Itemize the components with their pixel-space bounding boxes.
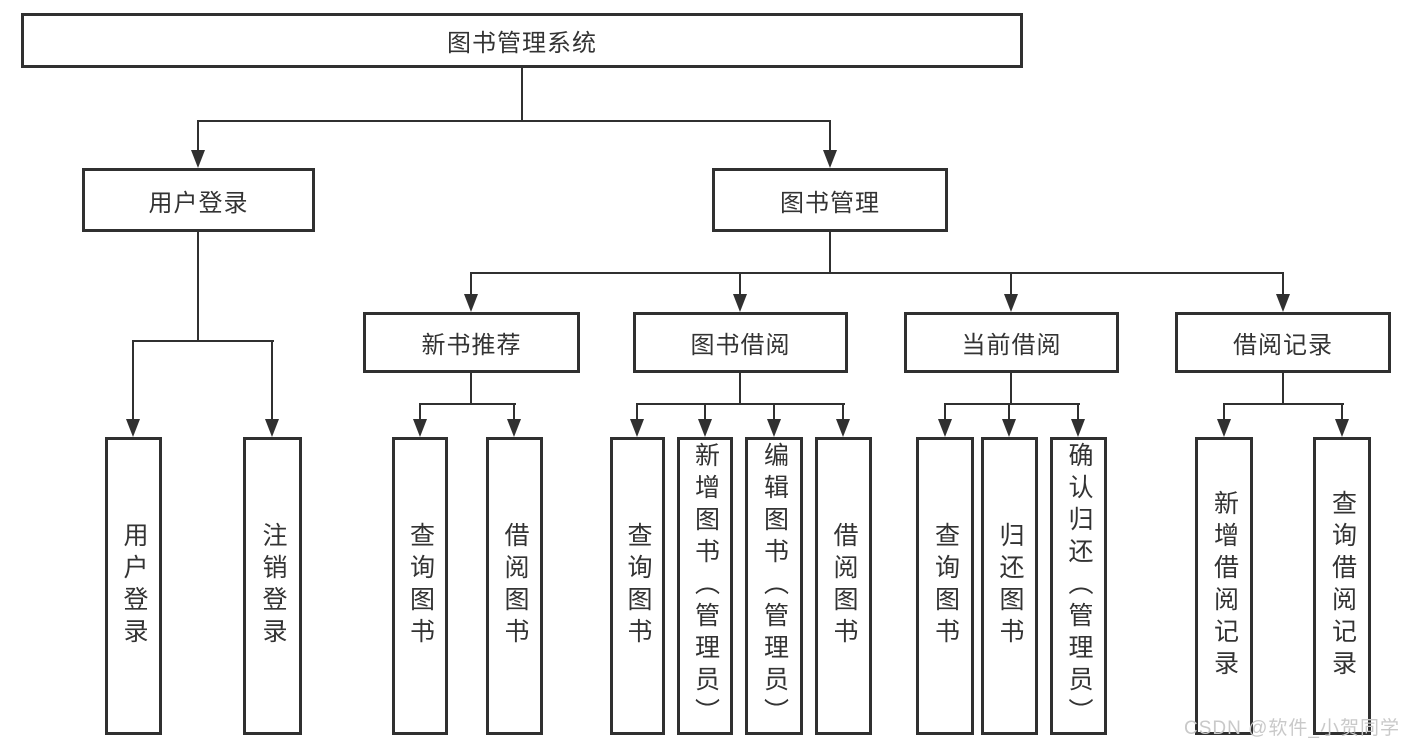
connector: [470, 272, 472, 296]
node-edit-books-admin: 编辑图书（管理员）: [745, 437, 803, 735]
watermark: CSDN @软件_小贺同学: [1184, 718, 1400, 739]
connector: [1282, 272, 1284, 296]
arrowhead-down-icon: [1004, 294, 1018, 312]
connector: [1223, 403, 1225, 421]
connector: [470, 272, 1284, 274]
arrowhead-down-icon: [464, 294, 478, 312]
arrowhead-down-icon: [1335, 419, 1349, 437]
arrowhead-down-icon: [823, 150, 837, 168]
arrowhead-down-icon: [265, 419, 279, 437]
node-library-management-system: 图书管理系统: [21, 13, 1023, 68]
node-user-login-action: 用户登录: [105, 437, 162, 735]
connector: [704, 403, 706, 421]
arrowhead-down-icon: [126, 419, 140, 437]
node-query-books-current: 查询图书: [916, 437, 974, 735]
node-borrow-books-action: 借阅图书: [815, 437, 872, 735]
node-label: 新增借阅记录: [1210, 490, 1239, 682]
node-return-books: 归还图书: [981, 437, 1038, 735]
node-add-books-admin: 新增图书（管理员）: [677, 437, 733, 735]
arrowhead-down-icon: [767, 419, 781, 437]
node-label: 用户登录: [120, 522, 148, 650]
connector: [739, 272, 741, 296]
connector: [1341, 403, 1343, 421]
connector: [773, 403, 775, 421]
node-query-borrow-record: 查询借阅记录: [1313, 437, 1371, 735]
connector: [197, 120, 831, 122]
node-book-management: 图书管理: [712, 168, 948, 232]
arrowhead-down-icon: [1071, 419, 1085, 437]
connector: [944, 403, 946, 421]
node-query-books-recommend: 查询图书: [392, 437, 448, 735]
connector: [1077, 403, 1079, 421]
connector: [521, 68, 523, 120]
node-book-borrowing: 图书借阅: [633, 312, 848, 373]
node-label: 查询借阅记录: [1328, 490, 1357, 682]
node-label: 查询图书: [931, 522, 960, 650]
node-label: 查询图书: [624, 522, 652, 650]
node-confirm-return-admin: 确认归还（管理员）: [1050, 437, 1107, 735]
arrowhead-down-icon: [630, 419, 644, 437]
connector: [470, 373, 472, 403]
arrowhead-down-icon: [698, 419, 712, 437]
node-label: 归还图书: [996, 522, 1024, 650]
arrowhead-down-icon: [1002, 419, 1016, 437]
connector: [271, 340, 273, 421]
node-borrowing-records: 借阅记录: [1175, 312, 1391, 373]
node-new-book-recommend: 新书推荐: [363, 312, 580, 373]
arrowhead-down-icon: [1276, 294, 1290, 312]
connector: [739, 373, 741, 403]
arrowhead-down-icon: [413, 419, 427, 437]
arrowhead-down-icon: [938, 419, 952, 437]
connector: [1010, 272, 1012, 296]
node-label: 借阅图书: [830, 522, 858, 650]
arrowhead-down-icon: [191, 150, 205, 168]
node-add-borrow-record: 新增借阅记录: [1195, 437, 1253, 735]
connector: [636, 403, 638, 421]
node-logout-action: 注销登录: [243, 437, 302, 735]
arrowhead-down-icon: [507, 419, 521, 437]
node-label: 确认归还（管理员）: [1065, 442, 1093, 730]
connector: [419, 403, 421, 421]
node-user-login: 用户登录: [82, 168, 315, 232]
node-label: 注销登录: [259, 522, 287, 650]
node-borrow-books-recommend: 借阅图书: [486, 437, 543, 735]
node-current-borrowing: 当前借阅: [904, 312, 1119, 373]
connector: [197, 120, 199, 152]
connector: [842, 403, 844, 421]
node-label: 新增图书（管理员）: [691, 442, 720, 730]
arrowhead-down-icon: [1217, 419, 1231, 437]
connector: [197, 232, 199, 340]
connector: [944, 403, 1080, 405]
connector: [1010, 373, 1012, 403]
connector: [1223, 403, 1344, 405]
connector: [132, 340, 134, 421]
connector: [829, 120, 831, 152]
connector: [636, 403, 845, 405]
node-query-books-borrow: 查询图书: [610, 437, 665, 735]
connector: [513, 403, 515, 421]
arrowhead-down-icon: [733, 294, 747, 312]
node-label: 借阅图书: [501, 522, 529, 650]
connector: [1008, 403, 1010, 421]
arrowhead-down-icon: [836, 419, 850, 437]
node-label: 查询图书: [406, 522, 435, 650]
connector: [829, 232, 831, 272]
connector: [1282, 373, 1284, 403]
connector: [419, 403, 516, 405]
node-label: 编辑图书（管理员）: [760, 442, 789, 730]
connector: [132, 340, 274, 342]
